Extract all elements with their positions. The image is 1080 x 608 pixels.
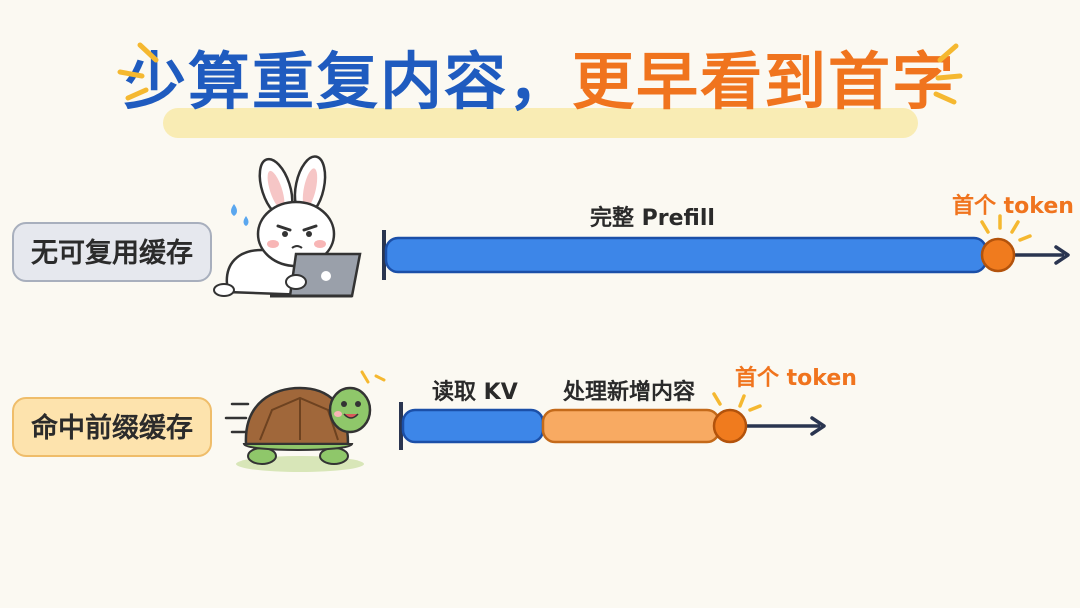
row2-segment-label-new: 处理新增内容: [563, 380, 696, 405]
row1-segment-prefill: [384, 236, 988, 274]
row1-segment-label: 完整 Prefill: [590, 206, 715, 231]
row2-arrow-head-icon: [810, 416, 826, 436]
row1-badge-no-cache: 无可复用缓存: [12, 222, 212, 282]
row2-badge-prefix-hit: 命中前缀缓存: [12, 397, 212, 457]
title-spark-left-icon: [117, 42, 159, 101]
row1-token-label: 首个 token: [952, 194, 1074, 219]
row2-token-spark-icon: [712, 392, 762, 412]
row1-token-spark-icon: [980, 214, 1032, 242]
title-highlight: [163, 108, 918, 138]
page-title: 少算重复内容，更早看到首字: [0, 46, 1080, 118]
row1-arrow-head-icon: [1054, 245, 1070, 265]
row1-token-marker: [980, 237, 1016, 273]
row2-segment-read-kv: [401, 408, 545, 444]
title-part-2: 更早看到首字: [572, 45, 957, 118]
turtle-icon: [224, 370, 386, 472]
title-part-1: 少算重复内容，: [123, 45, 572, 118]
row2-segment-label-read: 读取 KV: [432, 380, 518, 405]
title-spark-right-icon: [933, 43, 963, 105]
title-area: 少算重复内容，更早看到首字: [0, 18, 1080, 138]
row2-segment-new-content: [541, 408, 721, 444]
row2-token-marker: [712, 408, 748, 444]
rabbit-icon: [213, 155, 362, 298]
row2-token-label: 首个 token: [735, 366, 857, 391]
